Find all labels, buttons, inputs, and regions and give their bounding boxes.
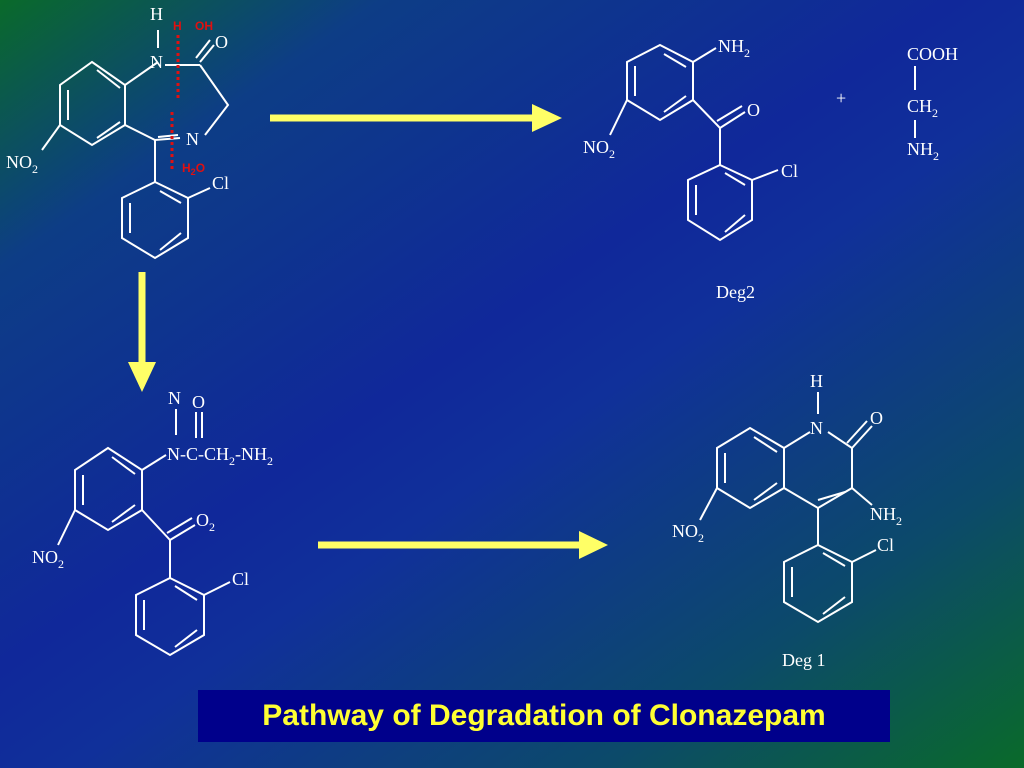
clonazepam-cl-label: Cl [212,173,229,193]
glycine-structure: COOH CH2 NH2 [907,44,958,163]
deg1-cl-label: Cl [877,535,894,555]
intermediate-cl-label: Cl [232,569,249,589]
deg1-o-label: O [870,408,883,428]
deg1-name-label: Deg 1 [782,650,826,670]
deg2-structure: NH2 O NO2 Cl Deg2 [583,36,798,302]
title-banner: Pathway of Degradation of Clonazepam [198,690,890,742]
cleavage-oh-label: OH [195,19,213,33]
intermediate-no2-label: NO2 [32,547,64,571]
deg2-nh2-label: NH2 [718,36,750,60]
clonazepam-h-label: H [150,4,163,24]
clonazepam-no2-label: NO2 [6,152,38,176]
intermediate-o2-label: O2 [196,510,215,534]
clonazepam-structure: H N O N NO2 Cl H OH H2O [6,4,230,260]
deg2-cl-label: Cl [781,161,798,181]
deg1-h-label: H [810,371,823,391]
deg1-no2-label: NO2 [672,521,704,545]
arrow-to-intermediate [128,272,156,392]
intermediate-chain-label: N-C-CH2-NH2 [167,444,273,468]
deg1-nh2-label: NH2 [870,504,902,528]
deg2-no2-label: NO2 [583,137,615,161]
arrow-to-deg2 [270,104,562,132]
deg1-structure: H N O NH2 Cl NO2 Deg 1 [672,371,902,670]
intermediate-n-label: N [168,388,181,408]
clonazepam-n1-label: N [150,52,163,72]
deg2-name-label: Deg2 [716,282,755,302]
clonazepam-n2-label: N [186,129,199,149]
deg1-n-label: N [810,418,823,438]
glycine-cooh-label: COOH [907,44,958,64]
water-label: H2O [182,161,205,177]
clonazepam-o-label: O [215,32,228,52]
deg2-o-label: O [747,100,760,120]
glycine-ch2-label: CH2 [907,96,938,120]
plus-sign: + [836,88,846,108]
intermediate-structure: N O N-C-CH2-NH2 O2 NO2 Cl [32,388,273,657]
glycine-nh2-label: NH2 [907,139,939,163]
cleavage-h-label: H [173,19,182,33]
intermediate-o-label: O [192,392,205,412]
slide-title: Pathway of Degradation of Clonazepam [262,699,826,732]
arrow-to-deg1 [318,531,608,559]
